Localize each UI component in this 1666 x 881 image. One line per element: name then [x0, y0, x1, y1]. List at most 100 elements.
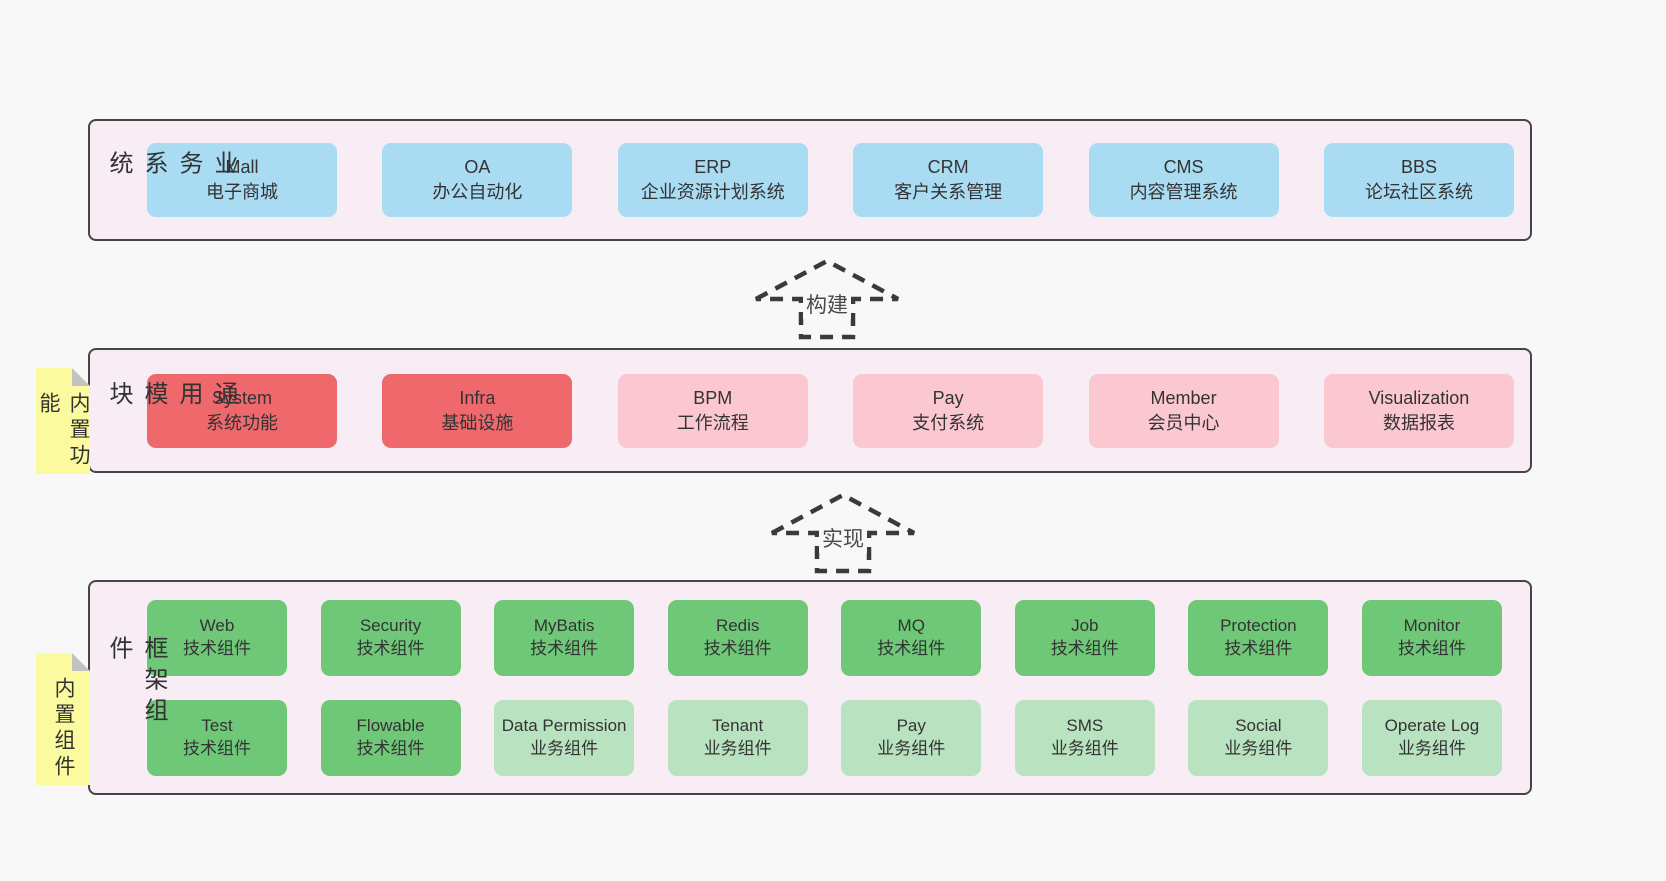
box-title: BPM	[693, 387, 733, 408]
box-title: MyBatis	[533, 616, 595, 636]
box-title: Social	[1235, 716, 1282, 736]
layer-framework-components: 框架组件 Web 技术组件 Security 技术组件 MyBatis 技术组件…	[88, 580, 1532, 795]
box-title: Job	[1071, 616, 1099, 636]
box-subtitle: 技术组件	[877, 638, 946, 658]
box-tenant: Tenant 业务组件	[667, 699, 808, 776]
box-subtitle: 客户关系管理	[894, 182, 1003, 202]
box-title: CMS	[1163, 157, 1204, 178]
box-job: Job 技术组件	[1014, 599, 1155, 676]
box-title: Member	[1150, 387, 1217, 408]
box-social: Social 业务组件	[1188, 699, 1329, 776]
box-title: Pay	[896, 716, 926, 736]
box-pay-module: Pay 支付系统	[853, 373, 1044, 448]
box-monitor: Monitor 技术组件	[1361, 599, 1502, 676]
arrow-implement: 实现	[768, 489, 918, 575]
arrow-build: 构建	[752, 255, 902, 341]
box-title: Flowable	[356, 716, 425, 736]
box-subtitle: 数据报表	[1382, 412, 1455, 433]
box-title: Mall	[225, 157, 259, 178]
box-operate-log: Operate Log 业务组件	[1361, 699, 1502, 776]
box-subtitle: 技术组件	[1050, 638, 1119, 658]
box-visualization: Visualization 数据报表	[1323, 373, 1514, 448]
box-title: Operate Log	[1384, 716, 1480, 736]
box-subtitle: 业务组件	[703, 738, 772, 758]
box-subtitle: 业务组件	[1050, 738, 1119, 758]
box-title: CRM	[927, 157, 969, 178]
layer-common-modules: 通用模块 System 系统功能 Infra 基础设施 BPM 工作流程 Pay…	[88, 348, 1532, 473]
layer-business-systems: 业务系统 Mall 电子商城 OA 办公自动化 ERP 企业资源计划系统 CRM…	[88, 119, 1532, 241]
box-title: SMS	[1066, 716, 1104, 736]
dashed-up-arrow-icon	[754, 258, 900, 340]
box-title: Security	[359, 616, 422, 636]
box-cms: CMS 内容管理系统	[1088, 143, 1279, 217]
arrow-implement-label: 实现	[819, 523, 867, 553]
box-subtitle: 内容管理系统	[1129, 182, 1238, 202]
box-subtitle: 论坛社区系统	[1364, 182, 1473, 202]
box-subtitle: 企业资源计划系统	[640, 182, 785, 202]
box-bbs: BBS 论坛社区系统	[1323, 143, 1514, 217]
box-title: System	[211, 387, 272, 408]
box-subtitle: 技术组件	[183, 638, 251, 658]
box-subtitle: 技术组件	[530, 638, 599, 658]
box-title: Monitor	[1403, 616, 1461, 636]
box-title: Infra	[459, 387, 496, 408]
layer-modules-label: 通用模块	[105, 380, 237, 412]
box-mybatis: MyBatis 技术组件	[494, 599, 635, 676]
box-subtitle: 技术组件	[356, 638, 425, 658]
box-crm: CRM 客户关系管理	[853, 143, 1044, 217]
box-flowable: Flowable 技术组件	[320, 699, 461, 776]
box-subtitle: 基础设施	[441, 412, 514, 433]
component-rows: Web 技术组件 Security 技术组件 MyBatis 技术组件 Redi…	[147, 582, 1502, 793]
box-title: OA	[464, 157, 491, 178]
box-subtitle: 系统功能	[206, 412, 278, 433]
layer-business-label: 业务系统	[105, 150, 237, 182]
box-title: Redis	[715, 616, 760, 636]
box-member: Member 会员中心	[1088, 373, 1279, 448]
box-subtitle: 技术组件	[1224, 638, 1293, 658]
component-row-1: Web 技术组件 Security 技术组件 MyBatis 技术组件 Redi…	[147, 599, 1502, 676]
dashed-up-arrow-icon	[770, 492, 916, 574]
sticky-note-builtin-features: 内置功能	[36, 368, 90, 474]
module-boxes: System 系统功能 Infra 基础设施 BPM 工作流程 Pay 支付系统…	[147, 350, 1514, 471]
box-subtitle: 技术组件	[356, 738, 425, 758]
box-bpm: BPM 工作流程	[617, 373, 808, 448]
box-subtitle: 会员中心	[1147, 412, 1220, 433]
box-title: Data Permission	[501, 716, 627, 736]
box-title: MQ	[897, 616, 925, 636]
sticky-note-builtin-components: 内置组件	[36, 653, 90, 785]
box-web: Web 技术组件	[147, 599, 287, 676]
box-security: Security 技术组件	[320, 599, 461, 676]
box-subtitle: 办公自动化	[432, 182, 523, 202]
box-subtitle: 业务组件	[877, 738, 946, 758]
box-data-permission: Data Permission 业务组件	[494, 699, 635, 776]
box-title: ERP	[694, 157, 732, 178]
box-subtitle: 业务组件	[1397, 738, 1466, 758]
sticky-text: 内置组件	[52, 677, 75, 781]
box-sms: SMS 业务组件	[1014, 699, 1155, 776]
box-title: Pay	[932, 387, 964, 408]
box-subtitle: 技术组件	[703, 638, 772, 658]
box-title: Web	[199, 616, 235, 636]
box-infra: Infra 基础设施	[382, 373, 573, 448]
box-subtitle: 技术组件	[183, 738, 251, 758]
layer-components-label: 框架组件	[105, 634, 167, 728]
box-system: System 系统功能	[147, 373, 337, 448]
box-mall: Mall 电子商城	[147, 143, 337, 217]
box-title: BBS	[1400, 157, 1437, 178]
box-redis: Redis 技术组件	[667, 599, 808, 676]
box-title: Tenant	[712, 716, 764, 736]
box-subtitle: 业务组件	[1224, 738, 1293, 758]
box-erp: ERP 企业资源计划系统	[617, 143, 808, 217]
box-oa: OA 办公自动化	[382, 143, 573, 217]
box-test: Test 技术组件	[147, 699, 287, 776]
box-subtitle: 电子商城	[206, 182, 278, 202]
box-pay-component: Pay 业务组件	[841, 699, 982, 776]
box-subtitle: 支付系统	[912, 412, 985, 433]
box-subtitle: 业务组件	[530, 738, 599, 758]
business-boxes: Mall 电子商城 OA 办公自动化 ERP 企业资源计划系统 CRM 客户关系…	[147, 121, 1514, 239]
component-row-2: Test 技术组件 Flowable 技术组件 Data Permission …	[147, 699, 1502, 776]
box-subtitle: 工作流程	[676, 412, 749, 433]
box-title: Protection	[1220, 616, 1297, 636]
box-protection: Protection 技术组件	[1188, 599, 1329, 676]
